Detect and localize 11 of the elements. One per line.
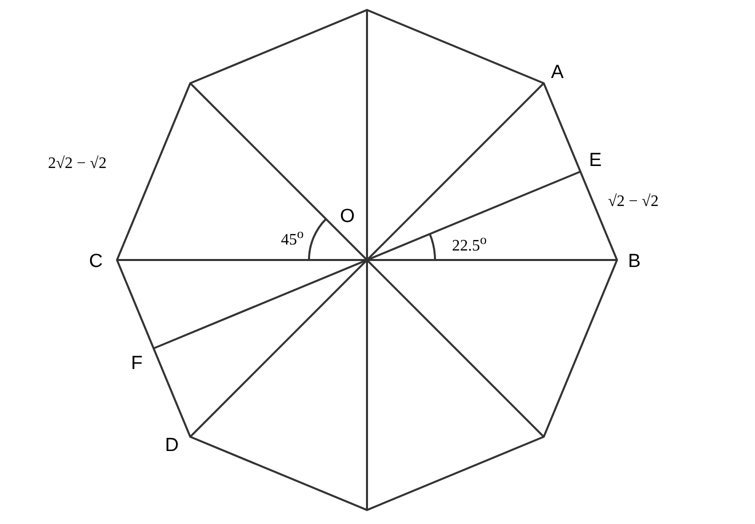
point-label: D xyxy=(165,436,179,455)
angle-label: 45$^{o}$ xyxy=(281,227,304,248)
point-label: O xyxy=(340,207,355,226)
point-label: A xyxy=(551,63,564,82)
length-label: 2√2 − √2 xyxy=(48,156,107,172)
length-label: √2 − √2 xyxy=(608,194,659,210)
point-label: C xyxy=(89,252,103,271)
point-label: B xyxy=(628,252,641,271)
point-label: E xyxy=(589,151,602,170)
angle-label: 22.5$^{o}$ xyxy=(452,233,487,254)
point-label: F xyxy=(131,354,143,373)
